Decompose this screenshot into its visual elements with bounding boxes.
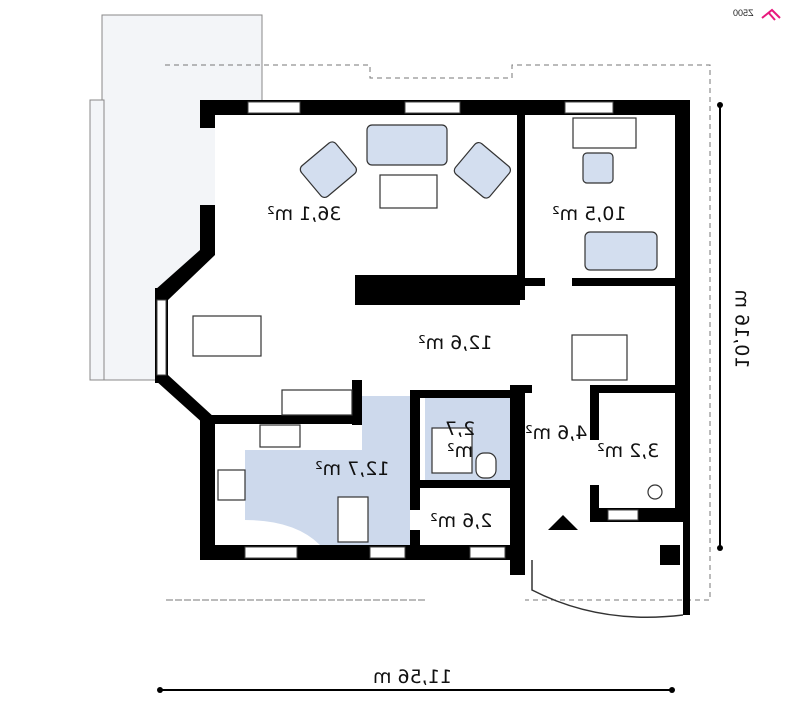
room-area-closet: 2,6 m² <box>430 510 493 532</box>
logo: Z500 <box>733 8 754 18</box>
room-area-vestibule: 4,6 m² <box>525 422 588 444</box>
depth-dimension-label: 10,16 m <box>730 289 753 369</box>
furniture <box>192 117 663 543</box>
room-area-hall: 12,6 m² <box>418 332 493 354</box>
room-area-kitchen: 12,7 m² <box>315 458 390 480</box>
room-area-living: 36,1 m² <box>267 203 342 225</box>
room-area-office: 10,5 m² <box>552 203 627 225</box>
logo-mark <box>761 8 781 21</box>
roof-outline <box>165 64 711 601</box>
entrance-arrow <box>548 515 578 530</box>
width-dimension-label: 11,56 m <box>373 666 452 688</box>
terrace-step <box>89 99 105 381</box>
porch <box>531 560 684 618</box>
windows <box>156 101 639 559</box>
kitchen-floor <box>245 450 410 545</box>
kitchen-corridor <box>362 396 410 450</box>
room-area-wc: 3,2 m² <box>597 440 660 462</box>
room-area-bathroom: 2,7 m² <box>444 418 476 462</box>
